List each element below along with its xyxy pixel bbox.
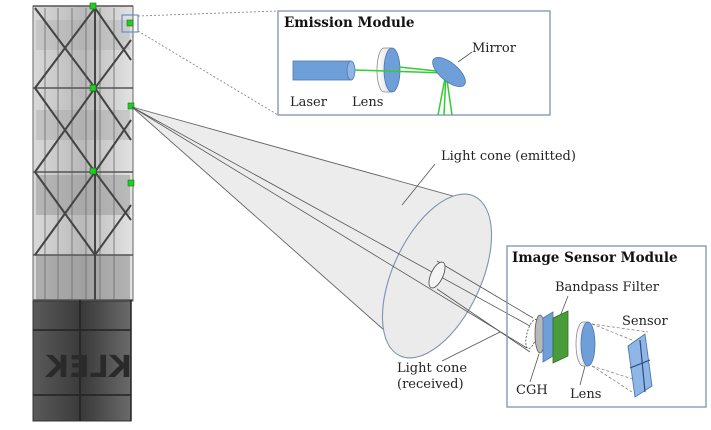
sensor-marker [127,179,135,187]
sensor-lens-leader [579,365,586,386]
emission-leader-lines [137,10,279,116]
image-sensor-module-frame [506,245,707,408]
light-cone-received-leader [441,331,501,362]
sensor-icon [627,333,653,398]
mirror-label: Mirror [472,41,517,56]
emission-lens-label: Lens [352,95,383,110]
sensor-marker [89,167,97,175]
tower-floor-lines [33,5,133,301]
image-sensor-module-title: Image Sensor Module [512,250,678,266]
sensor-lens-label: Lens [570,387,601,402]
light-cone-received [131,106,539,353]
cgh-label: CGH [516,383,548,398]
tower-cross-bracing [34,7,132,300]
bandpass-filter-leader [560,295,569,315]
laser-label: Laser [290,95,328,110]
light-cone-received-label-1: Light cone [397,361,467,376]
light-cone-emitted-label: Light cone (emitted) [441,149,576,164]
sensor-rays [591,323,649,393]
sensor-lens-icon [575,321,596,367]
light-cone-received-label-2: (received) [397,377,464,392]
cgh-leader [529,353,540,383]
emission-module-title: Emission Module [284,15,414,31]
tower-facade-lettering: KLEK [44,350,132,385]
light-cone-emitted-leader [401,163,436,206]
laser-icon [292,60,356,81]
tower-lower-detail [33,300,132,421]
image-sensor-module: Image Sensor Module Bandpass Filter Sens… [506,245,707,408]
emission-lens-icon [376,47,401,93]
emitter-marker [126,19,134,27]
tower-facade-band [36,255,130,300]
tower-facade-band [36,175,130,215]
mirror-icon [432,57,466,87]
sensor-marker-active [127,102,135,110]
tower: KLEK [32,5,134,422]
bandpass-filter-icon [552,310,569,364]
sensor-marker [89,84,97,92]
tower-markers [89,2,135,187]
tower-facade-band [36,110,130,140]
bandpass-filter-label: Bandpass Filter [555,280,660,295]
sensor-marker [89,2,97,10]
sensor-label: Sensor [622,314,668,329]
tower-lower-facade [32,300,132,422]
cgh-plate-icon [542,311,554,363]
emitter-highlight-box [121,14,139,33]
mirror-leader [457,51,473,63]
emission-module: Emission Module Mirror Laser Lens [277,10,551,116]
light-cone-emitted [131,106,493,359]
